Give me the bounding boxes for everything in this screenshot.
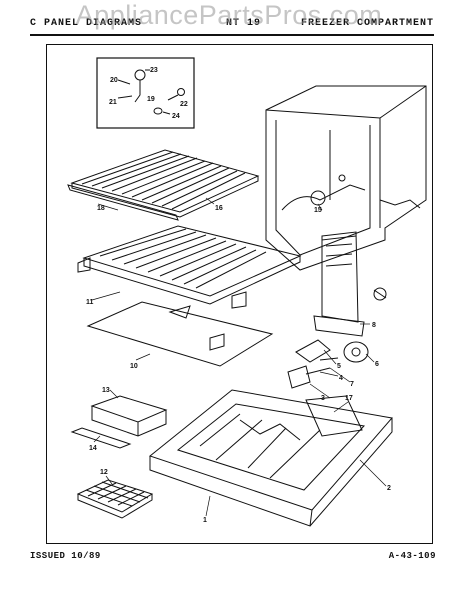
baffle-plate [86, 301, 274, 367]
callout-7: 7 [350, 381, 354, 388]
callout-11: 11 [86, 299, 94, 306]
thermostat-part [310, 190, 326, 206]
shelf-rail [67, 184, 179, 221]
callout-13: 13 [102, 387, 110, 394]
grille-shelf [77, 225, 302, 309]
watermark: AppliancePartsPros.com [75, 0, 383, 30]
diagram-reference: A-43-109 [388, 551, 436, 561]
leader-lines [91, 197, 387, 517]
callout-12: 12 [100, 469, 108, 476]
cam-part [134, 69, 146, 81]
fan-motor [287, 365, 311, 389]
callout-23: 23 [150, 67, 158, 74]
issued-date: ISSUED 10/89 [30, 551, 101, 561]
callout-3: 3 [321, 395, 325, 402]
callout-24: 24 [172, 113, 180, 120]
callout-6: 6 [375, 361, 379, 368]
evaporator-cover [287, 231, 387, 389]
ice-rail [70, 427, 132, 449]
callout-15: 15 [314, 207, 322, 214]
linkage-part [134, 80, 141, 103]
callout-labels: 18 16 11 10 8 6 7 5 4 3 17 2 1 13 14 12 … [86, 67, 391, 524]
ice-cube-tray [76, 479, 154, 519]
callout-10: 10 [130, 363, 138, 370]
freezer-cabinet [265, 85, 427, 271]
header-section-title: FREEZER COMPARTMENT [300, 18, 434, 29]
callout-20: 20 [110, 77, 118, 84]
callout-1: 1 [203, 517, 207, 524]
callout-19: 19 [147, 96, 155, 103]
header-rule [30, 34, 434, 36]
callout-5: 5 [337, 363, 341, 370]
callout-22: 22 [180, 101, 188, 108]
knob-part [177, 88, 185, 96]
callout-8: 8 [372, 322, 376, 329]
clip-part [373, 287, 387, 301]
callout-14: 14 [89, 445, 97, 452]
header-left-text: C PANEL DIAGRAMS [30, 18, 143, 29]
ice-bin [90, 395, 168, 437]
callout-17: 17 [345, 395, 353, 402]
callout-2: 2 [387, 485, 391, 492]
diagram-frame [46, 44, 433, 544]
fan-blade [295, 339, 331, 363]
hardware-inset [96, 57, 195, 129]
fan-shroud [343, 341, 369, 363]
callout-4: 4 [339, 375, 343, 382]
callout-16: 16 [215, 205, 223, 212]
duct-part [305, 395, 363, 437]
wire-shelf [67, 149, 260, 221]
page-header: C PANEL DIAGRAMS NT 19 FREEZER COMPARTME… [30, 18, 434, 34]
screw-part [153, 107, 163, 115]
header-model-text: NT 19 [226, 18, 262, 29]
freezer-floor [148, 389, 393, 527]
callout-18: 18 [97, 205, 105, 212]
callout-21: 21 [109, 99, 117, 106]
